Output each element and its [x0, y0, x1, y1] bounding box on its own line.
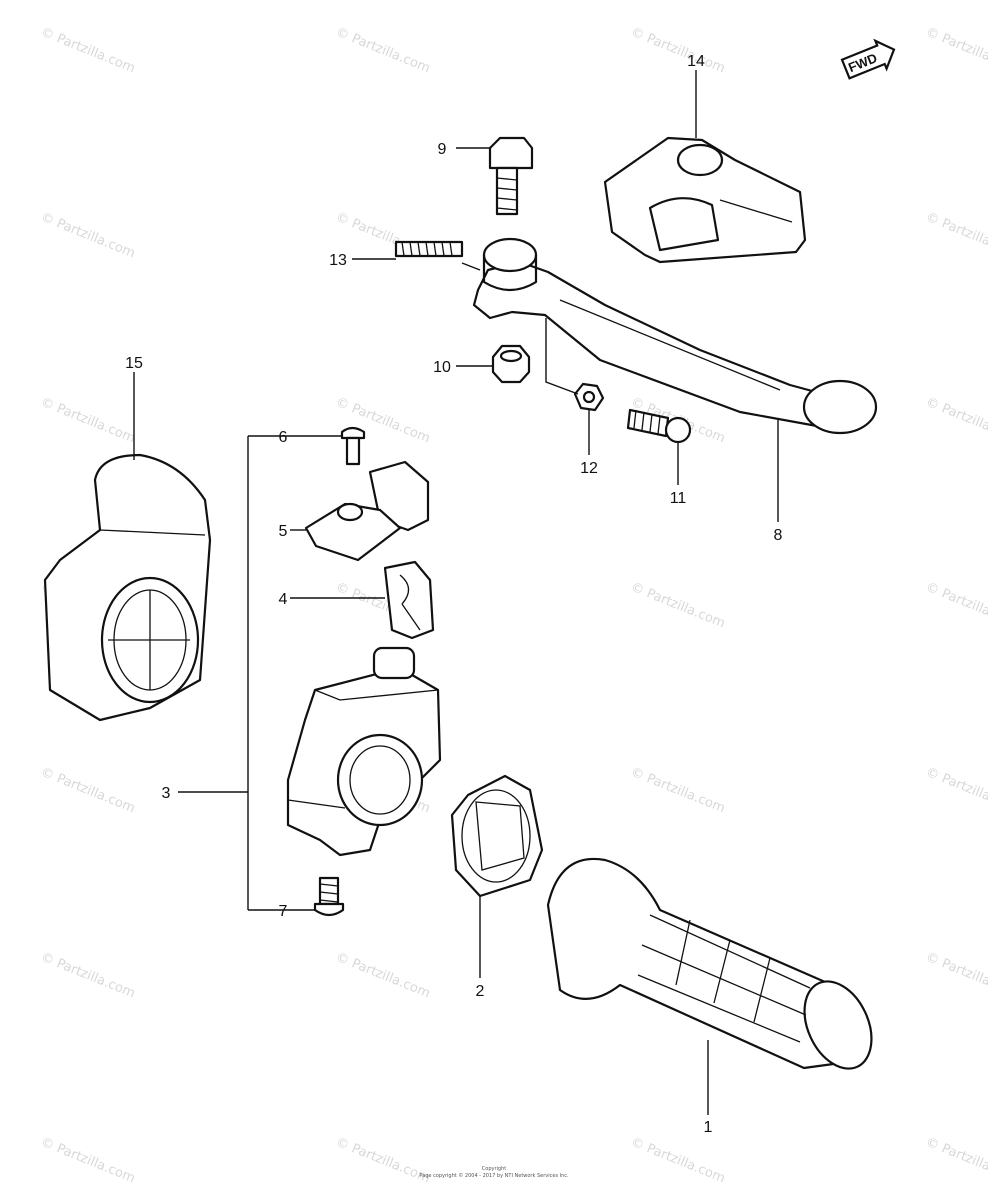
footer-copyright: Copyright Page copyright © 2004 - 2017 b…: [419, 1166, 569, 1179]
watermark-text: © Partzilla.com: [629, 765, 728, 816]
callout-5: 5: [279, 523, 288, 540]
part-12-nut: [573, 382, 605, 412]
callout-labels: 14 9 13 15 10 12 11 8 6 5 4 3 7 2 1: [125, 53, 782, 1136]
watermark-text: © Partzilla.com: [334, 25, 433, 76]
callout-6: 6: [279, 429, 288, 446]
part-8-clutch-lever: [472, 237, 878, 435]
watermark-text: © Partzilla.com: [629, 1135, 728, 1186]
watermark-text: © Partzilla.com: [924, 1135, 988, 1186]
watermark-text: © Partzilla.com: [629, 580, 728, 631]
part-14-lever-cover: [603, 136, 807, 264]
watermark-text: © Partzilla.com: [39, 1135, 138, 1186]
watermark-text: © Partzilla.com: [39, 210, 138, 261]
watermark-text: © Partzilla.com: [39, 765, 138, 816]
watermark-text: © Partzilla.com: [39, 395, 138, 446]
part-1-grip: [546, 857, 873, 1070]
callout-4: 4: [279, 591, 288, 608]
callout-12: 12: [580, 460, 598, 477]
part-11-screw: [626, 408, 692, 444]
part-13-spring: [394, 240, 464, 258]
callout-3: 3: [162, 785, 171, 802]
watermark-text: © Partzilla.com: [39, 25, 138, 76]
part-4-clip: [383, 560, 435, 640]
callout-15: 15: [125, 355, 143, 372]
part-6-small-screw: [340, 426, 366, 466]
fwd-arrow-badge: FWD: [840, 38, 896, 80]
watermark-text: © Partzilla.com: [924, 765, 988, 816]
footer-line-2: Page copyright © 2004 - 2017 by NTI Netw…: [419, 1172, 569, 1179]
watermark-text: © Partzilla.com: [924, 210, 988, 261]
callout-9: 9: [438, 141, 447, 158]
part-3-lever-holder: [286, 646, 442, 857]
leader-lines: [133, 70, 779, 1115]
part-10-collar: [491, 344, 531, 384]
callout-1: 1: [704, 1119, 713, 1136]
watermark-text: © Partzilla.com: [924, 950, 988, 1001]
watermark-text: © Partzilla.com: [334, 1135, 433, 1186]
callout-14: 14: [687, 53, 705, 70]
callout-11: 11: [670, 490, 687, 507]
watermark-text: © Partzilla.com: [39, 950, 138, 1001]
watermark-text: © Partzilla.com: [924, 580, 988, 631]
callout-7: 7: [279, 903, 288, 920]
part-2-plate: [450, 774, 544, 898]
part-15-housing-cover: [43, 453, 212, 722]
watermark-text: © Partzilla.com: [629, 25, 728, 76]
part-9-pivot-bolt: [488, 136, 534, 216]
watermark-text: © Partzilla.com: [924, 395, 988, 446]
part-5-clamp-plate: [304, 460, 430, 562]
footer-line-1: Copyright: [482, 1166, 506, 1172]
callout-13: 13: [329, 252, 347, 269]
callout-2: 2: [476, 983, 485, 1000]
part-7-screw: [313, 876, 345, 917]
callout-10: 10: [433, 359, 451, 376]
watermark-text: © Partzilla.com: [334, 950, 433, 1001]
callout-8: 8: [774, 527, 783, 544]
watermark-text: © Partzilla.com: [924, 25, 988, 76]
